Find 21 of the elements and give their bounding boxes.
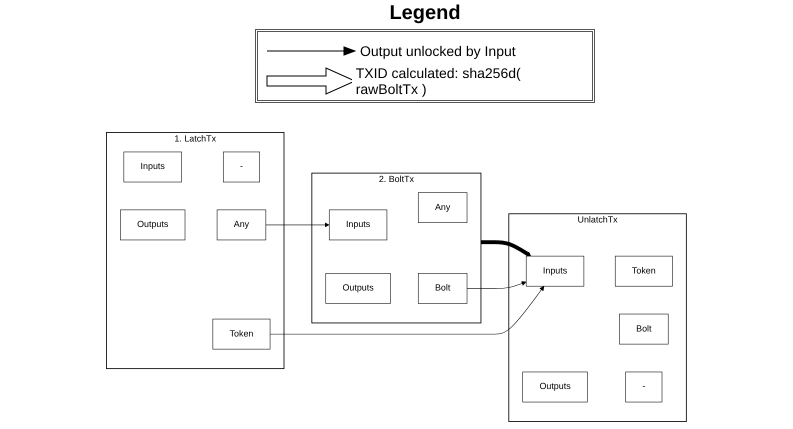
node-box: Inputs [526, 256, 584, 286]
arrow [266, 222, 330, 228]
node-box: Token [212, 318, 270, 350]
node-box: Any [418, 192, 468, 223]
arrow [466, 281, 526, 289]
legend-text: TXID calculated: sha256d( rawBoltTx ) [356, 65, 522, 97]
node-box: Inputs [124, 152, 182, 182]
node-box: Inputs [329, 210, 388, 240]
arrow [481, 240, 532, 257]
node-box: - [625, 372, 662, 402]
legend-text: Output unlocked by Input [360, 43, 516, 59]
node-box: Outputs [326, 273, 391, 304]
node-box: - [223, 152, 260, 182]
node-box: Token [615, 256, 673, 286]
node-box: Any [216, 210, 266, 240]
arrow [270, 286, 544, 334]
legend-heading: Legend [389, 2, 461, 24]
node-box: Bolt [418, 273, 468, 304]
node-box: Outputs [522, 372, 588, 402]
node-box: Outputs [120, 210, 186, 240]
node-box: Bolt [619, 314, 669, 344]
